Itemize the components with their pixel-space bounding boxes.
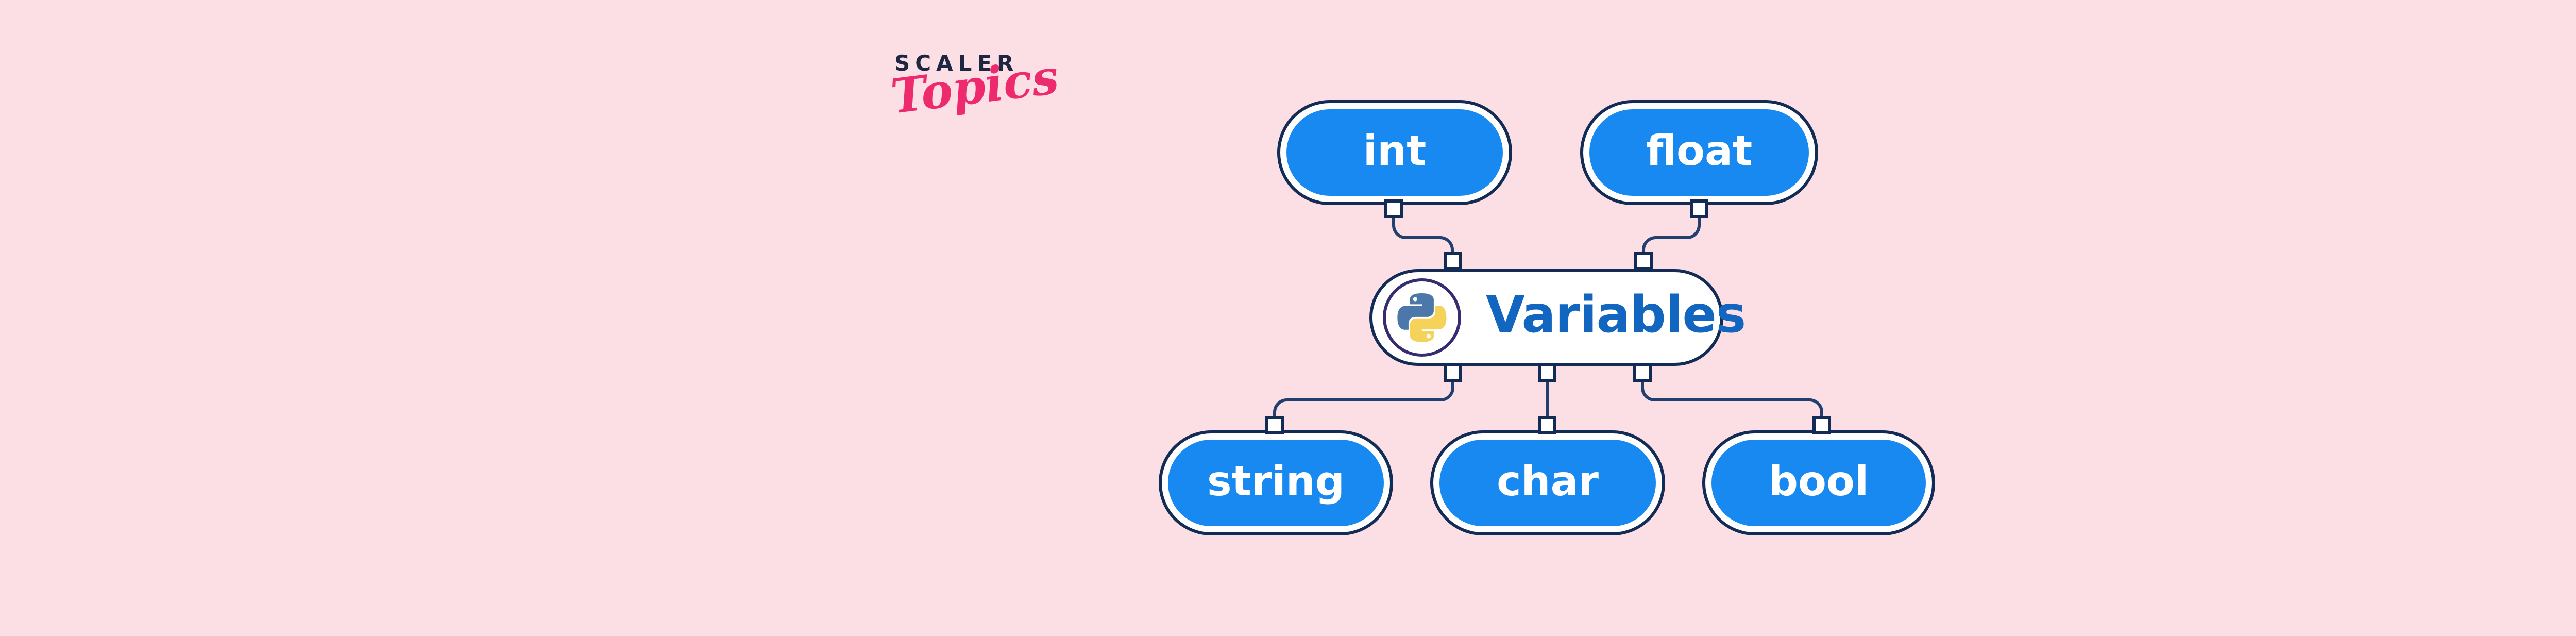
python-logo-badge [1383, 278, 1461, 357]
node-bool-label: bool [1768, 457, 1869, 505]
connector-port-bool-top [1812, 416, 1831, 434]
connector-line-float-variables [1642, 216, 1701, 255]
connector-port-int-bottom [1384, 199, 1403, 218]
brand-logo: SCALER Topics [888, 49, 1061, 125]
connector-port-string-top [1265, 416, 1284, 434]
node-bool: bool [1705, 433, 1932, 532]
connector-port-variables-bottom-center [1538, 363, 1556, 382]
connector-line-int-variables [1392, 216, 1454, 255]
connector-port-char-top [1538, 416, 1556, 434]
connector-line-variables-bool [1641, 381, 1823, 419]
node-variables: Variables [1369, 269, 1746, 366]
node-float-label: float [1646, 127, 1753, 175]
connector-line-variables-string [1273, 381, 1454, 419]
connector-port-variables-bottom-right [1633, 363, 1652, 382]
connector-port-variables-bottom-left [1444, 363, 1462, 382]
python-logo-icon [1397, 293, 1447, 342]
node-string-label: string [1207, 457, 1345, 505]
brand-primary-text: SCALER [894, 51, 1019, 76]
connector-port-float-bottom [1690, 199, 1708, 218]
node-variables-label: Variables [1486, 286, 1746, 344]
node-int-label: int [1363, 127, 1427, 175]
connector-port-variables-top-left [1444, 252, 1462, 271]
connector-port-variables-top-right [1634, 252, 1653, 271]
node-char-label: char [1497, 457, 1599, 505]
